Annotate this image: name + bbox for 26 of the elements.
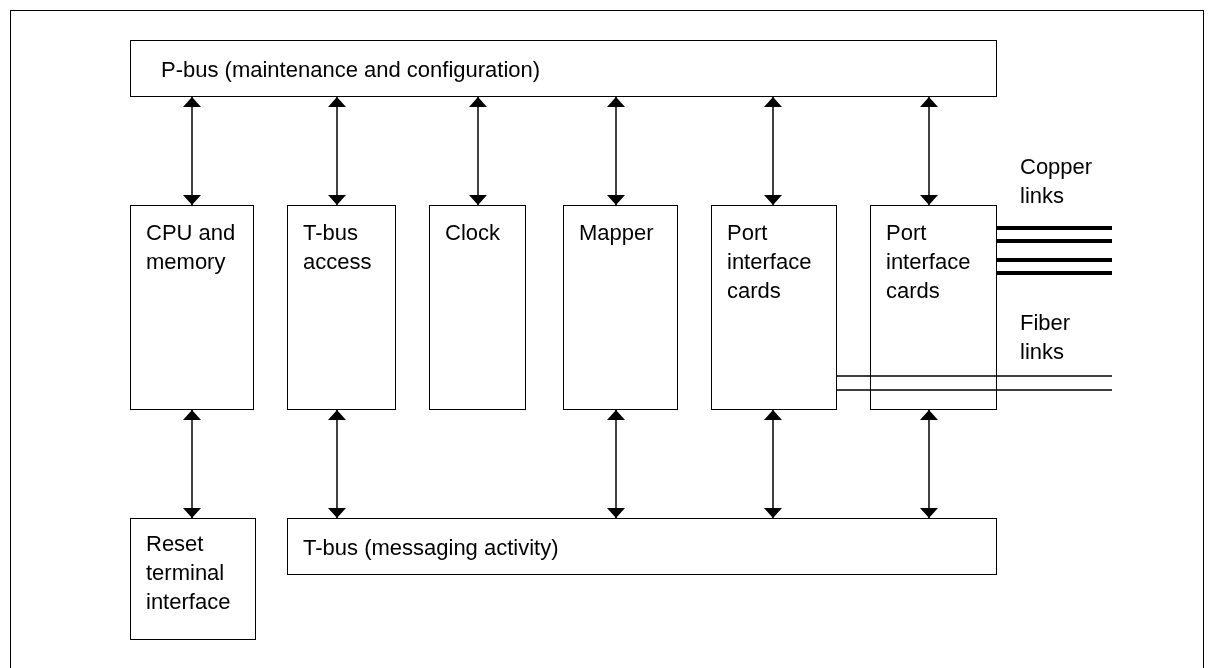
block-box [711,205,837,410]
block-box [130,518,256,640]
block-label: T-bus access [303,219,373,276]
link-line [997,239,1112,243]
block-box [429,205,526,410]
block-label: Port interface cards [727,219,813,305]
block-box [563,205,678,410]
block-label: Mapper [579,219,654,247]
block-box [130,205,254,410]
link-line [836,375,1113,377]
block-label: CPU and memory [146,219,237,276]
block-label: T-bus (messaging activity) [303,534,559,562]
block-box [870,205,997,410]
block-label: Reset terminal interface [146,530,232,616]
link-line [997,271,1112,275]
block-box [287,205,396,410]
link-label: Fiber links [1020,309,1072,366]
block-box [287,518,997,575]
link-line [836,389,1113,391]
block-box [130,40,997,97]
block-label: Clock [445,219,500,247]
link-line [997,258,1112,262]
block-label: Port interface cards [886,219,972,305]
block-label: P-bus (maintenance and configuration) [161,56,541,84]
link-line [997,226,1112,230]
link-label: Copper links [1020,153,1094,210]
